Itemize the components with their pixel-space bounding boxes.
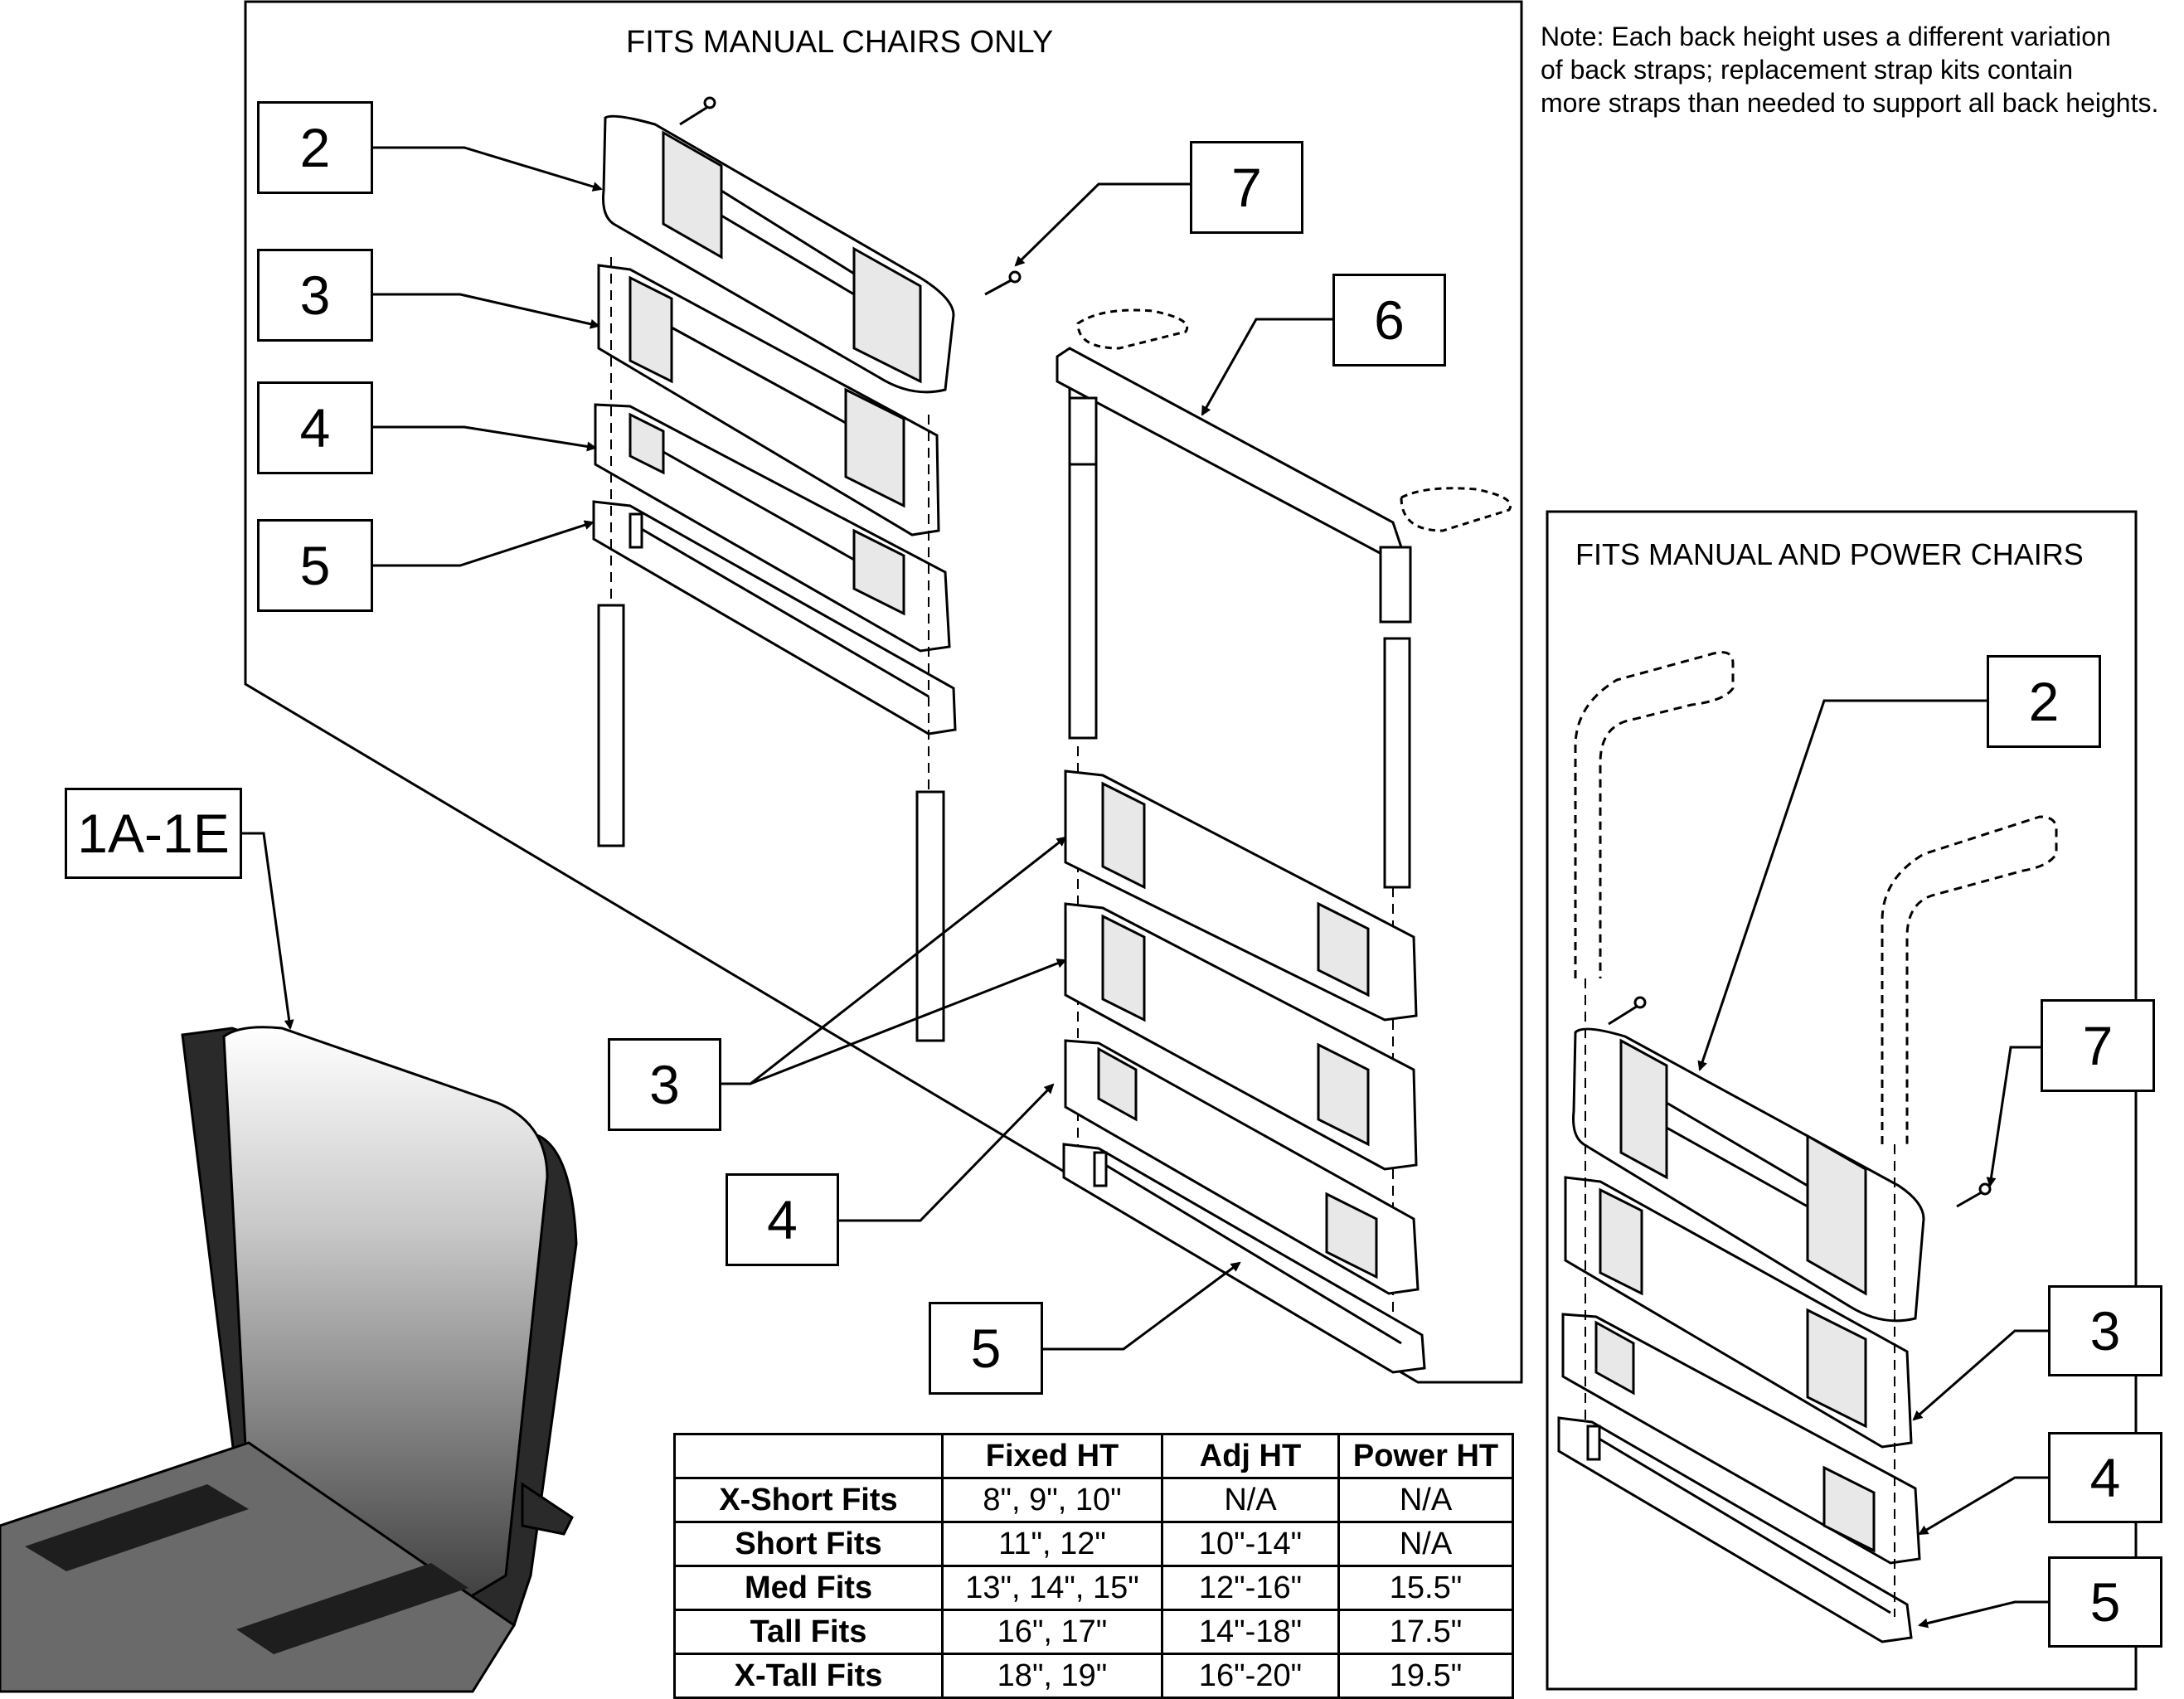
callout-left-4: 4	[257, 381, 373, 474]
manual-power-panel-frame	[1546, 510, 2138, 1691]
fixed-ht-cell: 11", 12"	[941, 1521, 1163, 1567]
mid-back-strap-3a	[1064, 769, 1418, 1022]
power-ht-cell: N/A	[1337, 1521, 1514, 1567]
right-panel-hidden-lines	[1585, 978, 1895, 1617]
adj-ht-cell: 16"-20"	[1161, 1653, 1340, 1699]
mid-back-strap-4	[1064, 1039, 1420, 1295]
power-ht-cell: 19.5"	[1337, 1653, 1514, 1699]
note-line-1: Note: Each back height uses a different …	[1541, 22, 2111, 51]
callout-left-7: 7	[1190, 141, 1303, 234]
adj-ht-cell: N/A	[1161, 1477, 1340, 1523]
adj-ht-cell: 14"-18"	[1161, 1609, 1340, 1655]
power-ht-cell: 15.5"	[1337, 1565, 1514, 1611]
manual-only-panel-frame	[244, 0, 1523, 1384]
table-row: Med Fits 13", 14", 15" 12"-16" 15.5"	[673, 1565, 1514, 1611]
callout-left-5: 5	[257, 519, 373, 612]
screw-right-7	[1956, 1182, 1992, 1208]
mid-back-strap-5	[1062, 1143, 1426, 1374]
right-cane-handles	[1574, 651, 2058, 1144]
power-ht-cell: 17.5"	[1337, 1609, 1514, 1655]
callout-mid-4: 4	[726, 1173, 839, 1266]
row-label: X-Short Fits	[673, 1477, 944, 1523]
callout-right-7: 7	[2041, 999, 2155, 1092]
left-back-strap-4	[594, 403, 951, 653]
fixed-ht-cell: 8", 9", 10"	[941, 1477, 1163, 1523]
callout-right-3: 3	[2048, 1285, 2162, 1376]
row-label: Tall Fits	[673, 1609, 944, 1655]
callout-mid-3: 3	[608, 1038, 721, 1131]
callout-left-2: 2	[257, 101, 373, 194]
callout-right-5: 5	[2048, 1556, 2162, 1648]
leader-lines	[242, 146, 2048, 1629]
screw-left-7	[984, 270, 1022, 296]
callout-left-6: 6	[1332, 274, 1446, 366]
header-power-ht: Power HT	[1337, 1433, 1514, 1479]
table-row: Tall Fits 16", 17" 14"-18" 17.5"	[673, 1609, 1514, 1655]
back-cane-bar-6	[1056, 308, 1512, 624]
table-row: X-Tall Fits 18", 19" 16"-20" 19.5"	[673, 1653, 1514, 1699]
header-adj-ht: Adj HT	[1161, 1433, 1340, 1479]
right-back-strap-5	[1557, 1416, 1913, 1643]
table-row: Short Fits 11", 12" 10"-14" N/A	[673, 1521, 1514, 1567]
note-line-2: of back straps; replacement strap kits c…	[1541, 55, 2074, 85]
header-blank	[673, 1433, 944, 1479]
back-height-fit-table: Fixed HT Adj HT Power HT X-Short Fits 8"…	[673, 1433, 1514, 1699]
manual-only-title: FITS MANUAL CHAIRS ONLY	[626, 25, 1054, 60]
right-back-strap-2	[1572, 1027, 1925, 1323]
callout-1a-1e: 1A-1E	[65, 788, 242, 879]
note-line-3: more straps than needed to support all b…	[1541, 88, 2159, 118]
header-fixed-ht: Fixed HT	[941, 1433, 1163, 1479]
adj-ht-cell: 10"-14"	[1161, 1521, 1340, 1567]
power-ht-cell: N/A	[1337, 1477, 1514, 1523]
back-upholstery-illustration	[0, 1026, 578, 1693]
right-back-strap-3	[1564, 1176, 1913, 1449]
screw-right-top	[1608, 996, 1647, 1026]
left-back-strap-5	[592, 500, 957, 735]
fixed-ht-cell: 16", 17"	[941, 1609, 1163, 1655]
right-back-strap-4	[1561, 1313, 1921, 1565]
callout-mid-5: 5	[929, 1302, 1043, 1395]
screw-left-top	[679, 96, 716, 126]
left-back-strap-2	[602, 114, 955, 394]
left-back-strap-3	[597, 264, 940, 536]
fixed-ht-cell: 18", 19"	[941, 1653, 1163, 1699]
table-header-row: Fixed HT Adj HT Power HT	[673, 1433, 1514, 1479]
callout-right-2: 2	[1987, 655, 2101, 748]
callout-right-4: 4	[2048, 1432, 2162, 1523]
table-row: X-Short Fits 8", 9", 10" N/A N/A	[673, 1477, 1514, 1523]
row-label: Med Fits	[673, 1565, 944, 1611]
row-label: X-Tall Fits	[673, 1653, 944, 1699]
manual-power-title: FITS MANUAL AND POWER CHAIRS	[1575, 537, 2084, 571]
fixed-ht-cell: 13", 14", 15"	[941, 1565, 1163, 1611]
callout-left-3: 3	[257, 249, 373, 342]
adj-ht-cell: 12"-16"	[1161, 1565, 1340, 1611]
mid-back-strap-3b	[1064, 902, 1418, 1171]
row-label: Short Fits	[673, 1521, 944, 1567]
